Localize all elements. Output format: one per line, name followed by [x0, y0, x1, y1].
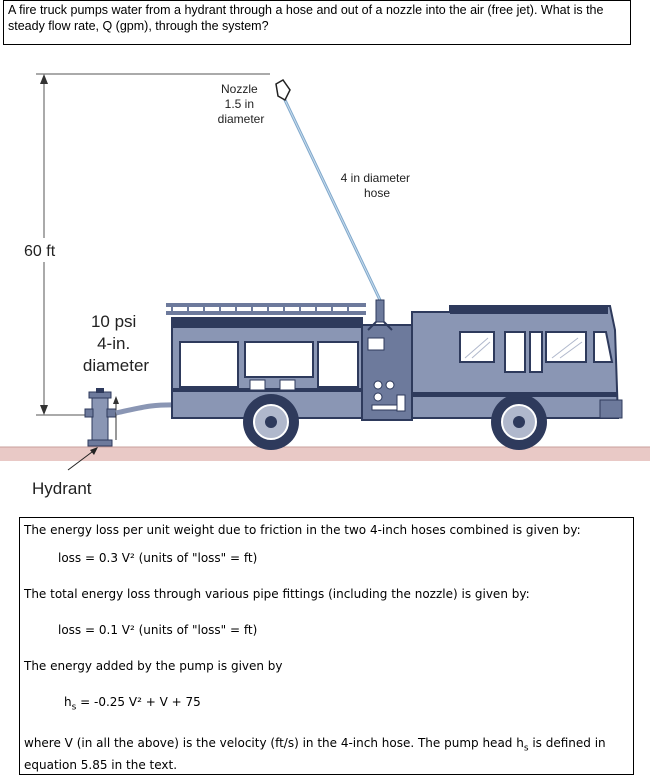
info-line-fittings: The total energy loss through various pi… — [24, 587, 530, 601]
front-wheel — [491, 394, 547, 450]
info-line-friction: The energy loss per unit weight due to f… — [24, 523, 581, 537]
hose-label: 4 in diameter hose — [341, 171, 414, 200]
hydrant-label: Hydrant — [32, 479, 92, 498]
equation-fittings-loss: loss = 0.1 V² (units of "loss" = ft) — [58, 623, 258, 637]
info-line-definition: where V (in all the above) is the veloci… — [24, 736, 606, 772]
height-dimension — [36, 73, 270, 416]
rear-wheel — [243, 394, 299, 450]
nozzle-label: Nozzle 1.5 in diameter — [218, 82, 265, 126]
equation-pump-head: hs = -0.25 V² + V + 75 — [64, 695, 201, 713]
hydrant-icon — [84, 388, 117, 447]
ground — [0, 447, 650, 461]
height-label: 60 ft — [24, 243, 56, 260]
hydrant-pressure-label: 10 psi 4-in. diameter — [83, 312, 149, 375]
info-line-pump: The energy added by the pump is given by — [24, 659, 283, 673]
question-box: A fire truck pumps water from a hydrant … — [3, 0, 631, 45]
nozzle-icon — [275, 79, 291, 102]
question-text: A fire truck pumps water from a hydrant … — [8, 3, 604, 33]
fire-truck-figure: 60 ft Nozzle 1.5 in diameter 4 in diamet… — [0, 73, 650, 498]
fire-truck — [166, 299, 623, 450]
info-box: The energy loss per unit weight due to f… — [19, 517, 634, 775]
equation-friction-loss: loss = 0.3 V² (units of "loss" = ft) — [58, 551, 258, 565]
